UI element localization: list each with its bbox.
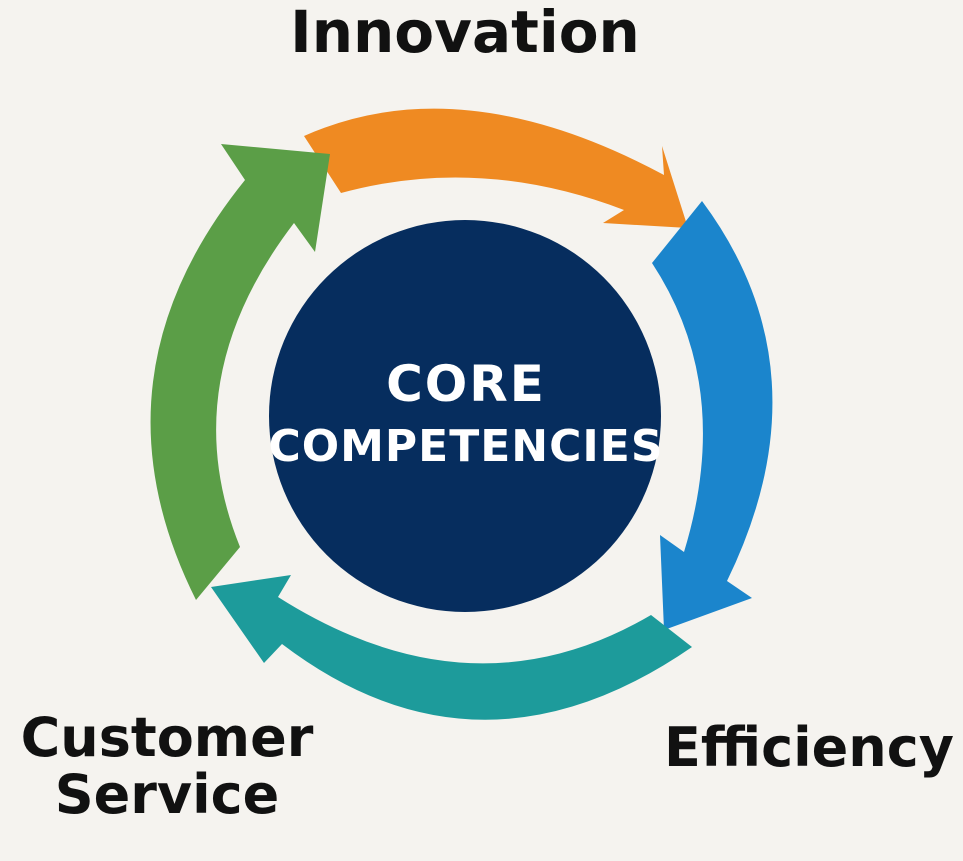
customer-service-label: Customer Service (8, 706, 326, 826)
efficiency-label: Efficiency (664, 716, 954, 779)
growth-arrow (150, 144, 330, 600)
customer-arrow (211, 575, 692, 720)
center-circle (269, 220, 661, 612)
efficiency-arrow (652, 201, 773, 630)
innovation-label: Innovation (290, 0, 640, 66)
customer-service-label-line1: Customer (20, 706, 314, 769)
customer-service-label-line2: Service (54, 762, 280, 826)
innovation-arrow (304, 108, 688, 228)
